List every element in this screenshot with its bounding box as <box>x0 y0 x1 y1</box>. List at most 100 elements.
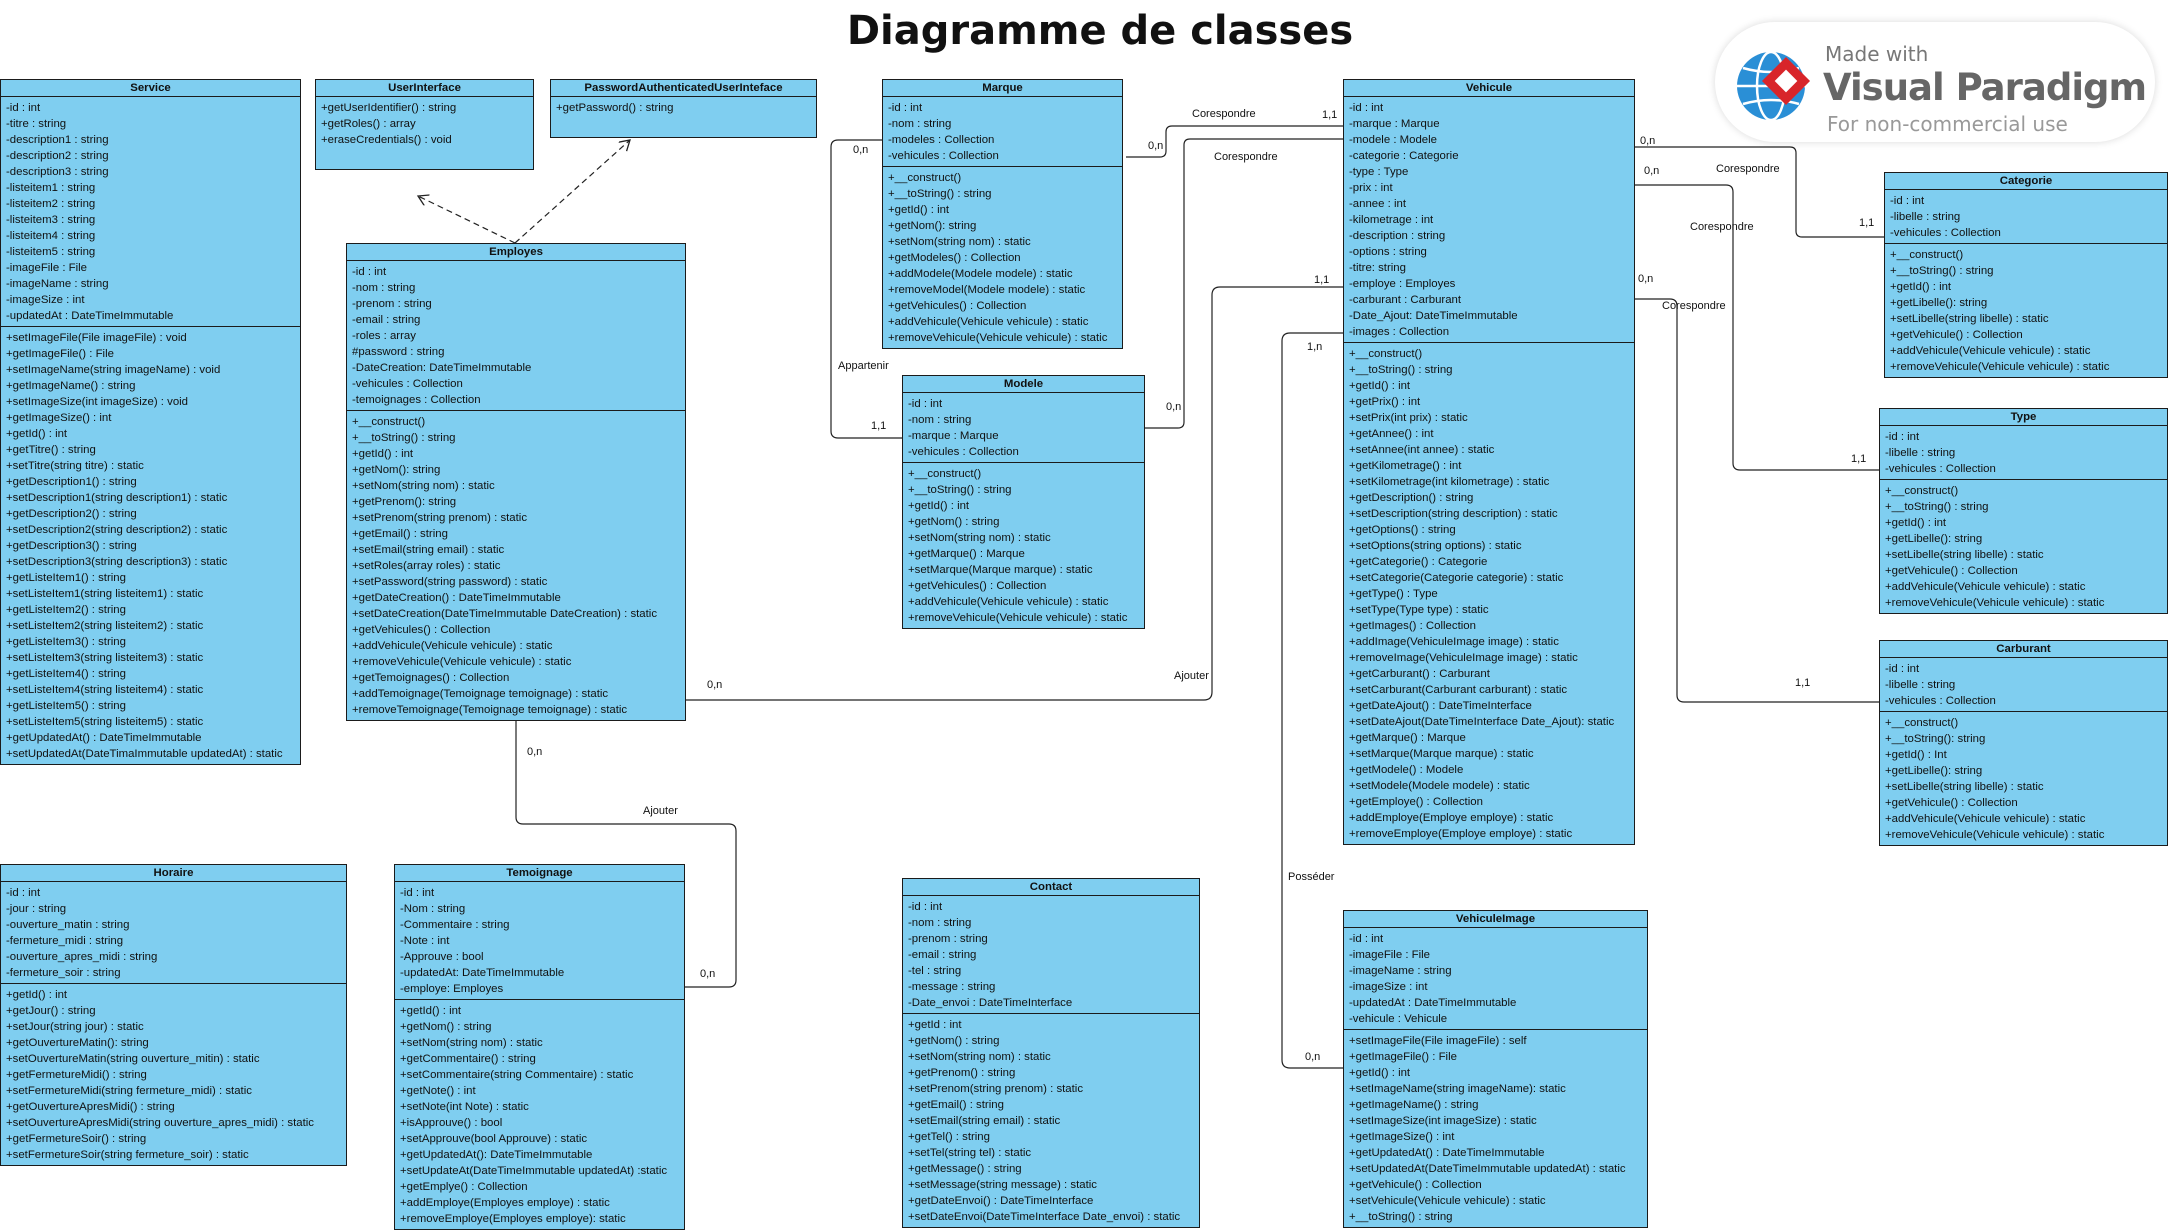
method: +__toString() : string <box>1890 265 1994 277</box>
attribute: -imageFile : File <box>1349 949 1431 961</box>
edge-modele-vehicule <box>1145 138 1343 429</box>
attribute: -fermeture_soir : string <box>6 967 121 979</box>
class-vehicule[interactable]: Vehicule-id : int-marque : Marque-modele… <box>1343 79 1635 845</box>
method: +removeImage(VehiculeImage image) : stat… <box>1349 652 1578 664</box>
method: +setDateAjout(DateTimeInterface Date_Ajo… <box>1349 716 1615 728</box>
method: +addImage(VehiculeImage image) : static <box>1349 636 1559 648</box>
method: +setOuvertureMatin(string ouverture_miti… <box>6 1053 260 1065</box>
method: +getId() : int <box>400 1005 462 1017</box>
method: +setMarque(Marque marque) : static <box>1349 748 1534 760</box>
method: +setUpdateAt(DateTimeImmutable updatedAt… <box>400 1165 668 1177</box>
multiplicity-label: 0,n <box>707 679 723 691</box>
attribute: -ouverture_matin : string <box>6 919 130 931</box>
method: +getEmplye() : Collection <box>400 1181 528 1193</box>
method: +getTel() : string <box>908 1131 990 1143</box>
method: +getModeles() : Collection <box>888 252 1021 264</box>
class-name: Contact <box>903 879 1199 896</box>
multiplicity-label: 0,n <box>853 144 869 156</box>
attribute: -Nom : string <box>400 903 466 915</box>
method: +getNom() : string <box>400 1021 492 1033</box>
multiplicity-label: 0,n <box>700 968 716 980</box>
method: +getId : int <box>908 1019 962 1031</box>
class-name: Employes <box>347 244 685 261</box>
method: +getType() : Type <box>1349 588 1438 600</box>
globe-logo-icon <box>1737 50 1811 122</box>
method: +getPrix() : int <box>1349 396 1421 408</box>
method: +getId() : int <box>888 204 950 216</box>
multiplicity-label: 1,1 <box>1851 453 1867 465</box>
class-vehiculeimage[interactable]: VehiculeImage-id : int-imageFile : File-… <box>1343 910 1648 1228</box>
class-name: Marque <box>883 80 1122 97</box>
method: +removeVehicule(Vehicule vehicule) : sta… <box>1885 597 2105 609</box>
attribute: -libelle : string <box>1885 679 1956 691</box>
method: +getPrenom(): string <box>352 496 457 508</box>
class-name: Categorie <box>1885 173 2167 190</box>
methods-section: +getId : int+getNom() : string+setNom(st… <box>903 1014 1199 1227</box>
method: +__construct() <box>888 172 962 184</box>
method: +getAnnee() : int <box>1349 428 1434 440</box>
class-passwordauthenticateduserinteface[interactable]: PasswordAuthenticatedUserInteface+getPas… <box>550 79 817 138</box>
edge-marque-vehicule <box>1126 125 1343 158</box>
methods-section: +getId() : int+getNom() : string+setNom(… <box>395 1000 684 1229</box>
method: +setAnnee(int annee) : static <box>1349 444 1495 456</box>
method: +__construct() <box>908 468 982 480</box>
method: +removeVehicule(Vehicule vehicule) : sta… <box>352 656 572 668</box>
method: +getImageName() : string <box>6 380 136 392</box>
watermark-line3: For non-commercial use <box>1827 112 2068 136</box>
class-service[interactable]: Service-id : int-titre : string-descript… <box>0 79 301 765</box>
multiplicity-label: 0,n <box>1305 1051 1321 1063</box>
method: +getModele() : Modele <box>1349 764 1464 776</box>
diagram-title: Diagramme de classes <box>846 8 1354 54</box>
attribute: -nom : string <box>352 282 416 294</box>
method: +removeEmploye(Employes employe): static <box>400 1213 626 1225</box>
methods-section: +__construct()+__toString() : string+get… <box>347 411 685 720</box>
method: +addVehicule(Vehicule vehicule) : static <box>352 640 553 652</box>
visual-paradigm-watermark: Made with Visual Paradigm For non-commer… <box>1715 22 2155 142</box>
class-userinterface[interactable]: UserInterface+getUserIdentifier() : stri… <box>315 79 534 170</box>
method: +getNom(): string <box>888 220 977 232</box>
method: +setMessage(string message) : static <box>908 1179 1097 1191</box>
method: +setTitre(string titre) : static <box>6 460 144 472</box>
method: +setApprouve(bool Approuve) : static <box>400 1133 588 1145</box>
class-temoignage[interactable]: Temoignage-id : int-Nom : string-Comment… <box>394 864 685 1230</box>
method: +getImageName() : string <box>1349 1099 1479 1111</box>
multiplicity-label: 0,n <box>1638 273 1654 285</box>
class-name: Temoignage <box>395 865 684 882</box>
method: +setImageName(string imageName) : void <box>6 364 221 376</box>
method: +setUpdatedAt(DateTimaImmutable updatedA… <box>6 748 283 760</box>
attribute: -id : int <box>6 102 41 114</box>
attribute: -roles : array <box>352 330 416 342</box>
attribute: -listeitem4 : string <box>6 230 96 242</box>
methods-section: +getId() : int+getJour() : string+setJou… <box>1 984 346 1165</box>
class-horaire[interactable]: Horaire-id : int-jour : string-ouverture… <box>0 864 347 1166</box>
class-marque[interactable]: Marque-id : int-nom : string-modeles : C… <box>882 79 1123 349</box>
attribute: -description3 : string <box>6 166 109 178</box>
method: +addEmploye(Employe employe) : static <box>1349 812 1554 824</box>
method: +setEmail(string email) : static <box>908 1115 1061 1127</box>
method: +addVehicule(Vehicule vehicule) : static <box>908 596 1109 608</box>
assoc-label: Corespondre <box>1716 163 1780 175</box>
method: +removeVehicule(Vehicule vehicule) : sta… <box>1885 829 2105 841</box>
multiplicity-label: 0,n <box>1640 135 1656 147</box>
method: +setOuvertureApresMidi(string ouverture_… <box>6 1117 314 1129</box>
assoc-label: Corespondre <box>1192 108 1256 120</box>
method: +getTemoignages() : Collection <box>352 672 510 684</box>
methods-section: +__construct()+__toString() : string+get… <box>903 463 1144 628</box>
method: +removeTemoignage(Temoignage temoignage)… <box>352 704 628 716</box>
method: +getMarque() : Marque <box>908 548 1025 560</box>
method: +getUpdatedAt() : DateTimeImmutable <box>6 732 202 744</box>
method: +getTitre() : string <box>6 444 96 456</box>
method: +getFermetureSoir() : string <box>6 1133 147 1145</box>
multiplicity-label: 1,1 <box>871 420 887 432</box>
class-carburant[interactable]: Carburant-id : int-libelle : string-vehi… <box>1879 640 2168 846</box>
method: +getOuvertureMatin(): string <box>6 1037 149 1049</box>
class-contact[interactable]: Contact-id : int-nom : string-prenom : s… <box>902 878 1200 1228</box>
method: +getUpdatedAt() : DateTimeImmutable <box>1349 1147 1545 1159</box>
attribute: -temoignages : Collection <box>352 394 481 406</box>
method: +getNom() : string <box>908 516 1000 528</box>
method: +getDateEnvoi() : DateTimeInterface <box>908 1195 1094 1207</box>
class-categorie[interactable]: Categorie-id : int-libelle : string-vehi… <box>1884 172 2168 378</box>
class-type[interactable]: Type-id : int-libelle : string-vehicules… <box>1879 408 2168 614</box>
class-modele[interactable]: Modele-id : int-nom : string-marque : Ma… <box>902 375 1145 629</box>
class-employes[interactable]: Employes-id : int-nom : string-prenom : … <box>346 243 686 721</box>
